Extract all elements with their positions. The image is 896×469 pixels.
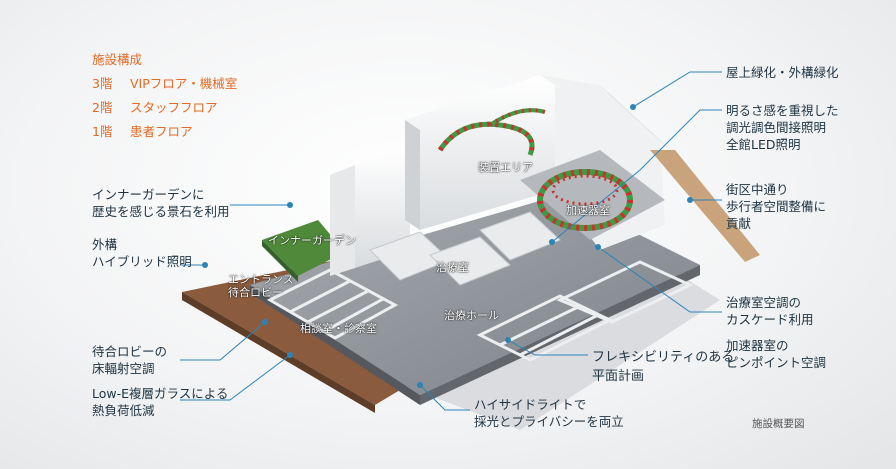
- partitions: [266, 260, 694, 362]
- annotation-exterior-light: 外構 ハイブリッド照明: [92, 237, 192, 269]
- room-label-equipment: 装置エリア: [478, 161, 533, 174]
- equipment-ring: [437, 121, 535, 156]
- figure-caption: 施設概要図: [752, 418, 805, 430]
- upper-ring: [488, 108, 546, 127]
- leader-lines: [180, 71, 722, 411]
- annotation-rooftop: 屋上緑化・外構緑化: [726, 65, 839, 80]
- legend-text: スタッフフロア: [129, 100, 218, 115]
- accelerator-floor: [520, 150, 665, 240]
- left-tower: [355, 148, 410, 268]
- room-label-consult: 相談室・診察室: [300, 322, 377, 335]
- facility-legend: 施設構成 3階 VIPフロア・機械室 2階 スタッフフロア 1階 患者フロア: [92, 48, 237, 144]
- street-strip: [650, 150, 760, 262]
- room-label-inner-garden: インナーガーデン: [268, 234, 356, 247]
- annotation-lowe: Low-E複層ガラスによる 熱負荷低減: [92, 386, 229, 418]
- room-label-treatment-hall: 治療ホール: [444, 309, 499, 322]
- annotation-pinpoint: 加速器室の ピンポイント空調: [726, 338, 827, 370]
- annotation-street: 街区中通り 歩行者空間整備に 貢献: [726, 182, 827, 231]
- legend-title: 施設構成: [92, 52, 143, 67]
- annotation-cascade: 治療室空調の カスケード利用: [726, 295, 814, 327]
- legend-row-1f: 1階 患者フロア: [92, 120, 237, 144]
- accelerator-ring: [537, 169, 633, 231]
- inner-garden-green: [262, 220, 345, 276]
- treatment-rooms: [369, 211, 561, 286]
- room-label-entrance: エントランス 待合ロビー: [228, 273, 294, 299]
- room-label-treatment-room: 治療室: [436, 261, 469, 274]
- annotation-lighting: 明るさ感を重視した 調光調色間接照明 全館LED照明: [726, 103, 839, 152]
- legend-floor: 1階: [92, 124, 113, 139]
- floor-edge-left: [250, 285, 420, 405]
- annotation-radiant: 待合ロビーの 床輻射空調: [92, 344, 168, 376]
- legend-floor: 2階: [92, 100, 113, 115]
- legend-text: VIPフロア・機械室: [129, 76, 238, 91]
- legend-floor: 3階: [92, 76, 113, 91]
- legend-row-3f: 3階 VIPフロア・機械室: [92, 72, 237, 96]
- slab-edge-front: [182, 292, 375, 413]
- legend-text: 患者フロア: [129, 124, 193, 139]
- annotation-inner-garden: インナーガーデンに 歴史を感じる景石を利用: [92, 187, 230, 219]
- legend-row-2f: 2階 スタッフフロア: [92, 96, 237, 120]
- leader-dots: [202, 104, 693, 388]
- annotation-highside: ハイサイドライトで 採光とプライバシーを両立: [474, 397, 624, 429]
- roof-edge: [600, 85, 668, 148]
- annotation-flexibility: フレキシビリティのある 平面計画: [592, 350, 735, 384]
- room-label-accelerator: 加速器室: [566, 204, 610, 217]
- main-floor: [250, 195, 700, 395]
